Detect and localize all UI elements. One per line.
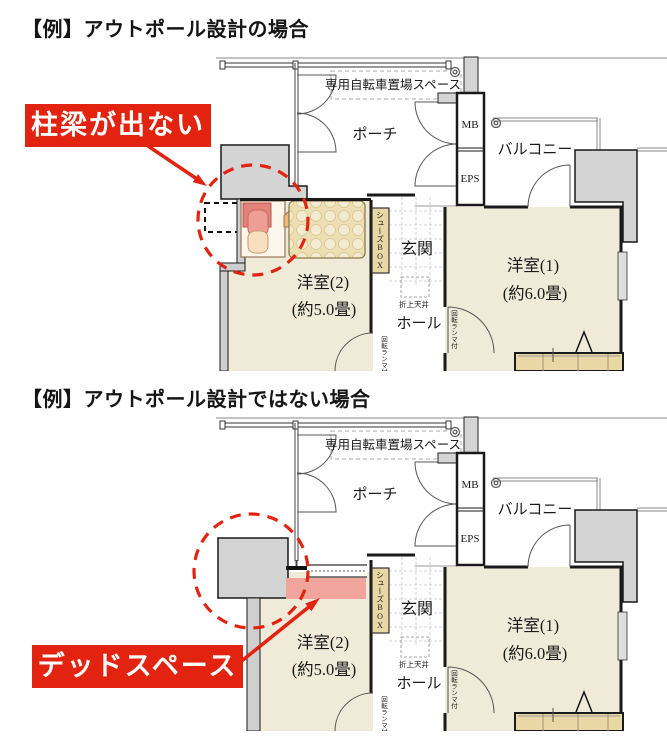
- floor-plan-outpole: [204, 55, 667, 371]
- callout-no-protruding-columns: 柱梁が出ない: [25, 104, 211, 147]
- floor-plan-non-outpole: [214, 415, 667, 731]
- example1-title: 【例】アウトポール設計の場合: [22, 19, 309, 41]
- basin: [247, 230, 269, 254]
- left-wall-lower: [219, 270, 229, 371]
- callout-dead-space: デッドスペース: [32, 645, 243, 688]
- left-wall-step: [219, 262, 246, 272]
- left-wall: [246, 597, 261, 731]
- outpole-column: [220, 144, 308, 200]
- bed: [288, 200, 366, 259]
- window-above-dead-space: [307, 564, 367, 578]
- inner-column: [217, 537, 289, 599]
- example2-title: 【例】アウトポール設計ではない場合: [22, 389, 371, 411]
- dead-space: [286, 578, 366, 599]
